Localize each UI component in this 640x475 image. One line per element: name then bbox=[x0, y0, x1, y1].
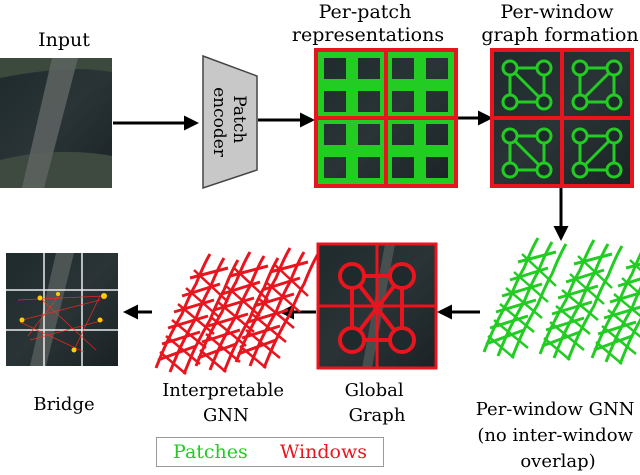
global-node bbox=[338, 326, 366, 354]
window-graph bbox=[501, 59, 553, 111]
per-window-title: Per-window graph formation bbox=[481, 1, 638, 46]
patch-cell bbox=[318, 85, 352, 118]
patch-cell bbox=[352, 151, 386, 184]
patch-cell bbox=[420, 52, 454, 85]
patch-cell bbox=[352, 85, 386, 118]
input-image bbox=[0, 58, 112, 188]
per-window-gnn-label: Per-window GNN (no inter-window overlap) bbox=[476, 399, 640, 472]
output-image bbox=[6, 253, 118, 366]
patch-cell bbox=[420, 151, 454, 184]
global-node bbox=[388, 262, 416, 290]
per-patch-title: Per-patch representations bbox=[292, 1, 444, 46]
patch-cell bbox=[318, 52, 352, 85]
legend: Patches Windows bbox=[156, 437, 384, 467]
interpretable-gnn-label: Interpretable GNN bbox=[162, 380, 290, 426]
global-graph-figure bbox=[316, 242, 438, 370]
patch-cell bbox=[386, 118, 420, 151]
legend-windows: Windows bbox=[279, 441, 367, 463]
per-patch-grid bbox=[314, 48, 458, 188]
output-label: Bridge bbox=[33, 394, 94, 415]
window-graph bbox=[501, 127, 553, 179]
window-graph bbox=[571, 59, 623, 111]
patch-cell bbox=[386, 151, 420, 184]
window-graph bbox=[571, 127, 623, 179]
per-window-graph bbox=[490, 48, 634, 188]
patch-cell bbox=[386, 85, 420, 118]
patch-cell bbox=[318, 151, 352, 184]
patch-cell bbox=[386, 52, 420, 85]
patch-cell bbox=[420, 85, 454, 118]
patch-encoder-block bbox=[202, 54, 258, 190]
legend-patches: Patches bbox=[173, 441, 248, 463]
global-node bbox=[338, 262, 366, 290]
patch-cell bbox=[318, 118, 352, 151]
per-window-gnn-figure bbox=[482, 236, 640, 366]
patch-cell bbox=[420, 118, 454, 151]
patch-cell bbox=[352, 52, 386, 85]
input-label: Input bbox=[38, 29, 90, 51]
global-graph-label: Global Graph bbox=[345, 380, 410, 426]
patch-cell bbox=[352, 118, 386, 151]
global-node bbox=[388, 326, 416, 354]
patch-encoder-label: Patch encoder bbox=[209, 87, 249, 158]
